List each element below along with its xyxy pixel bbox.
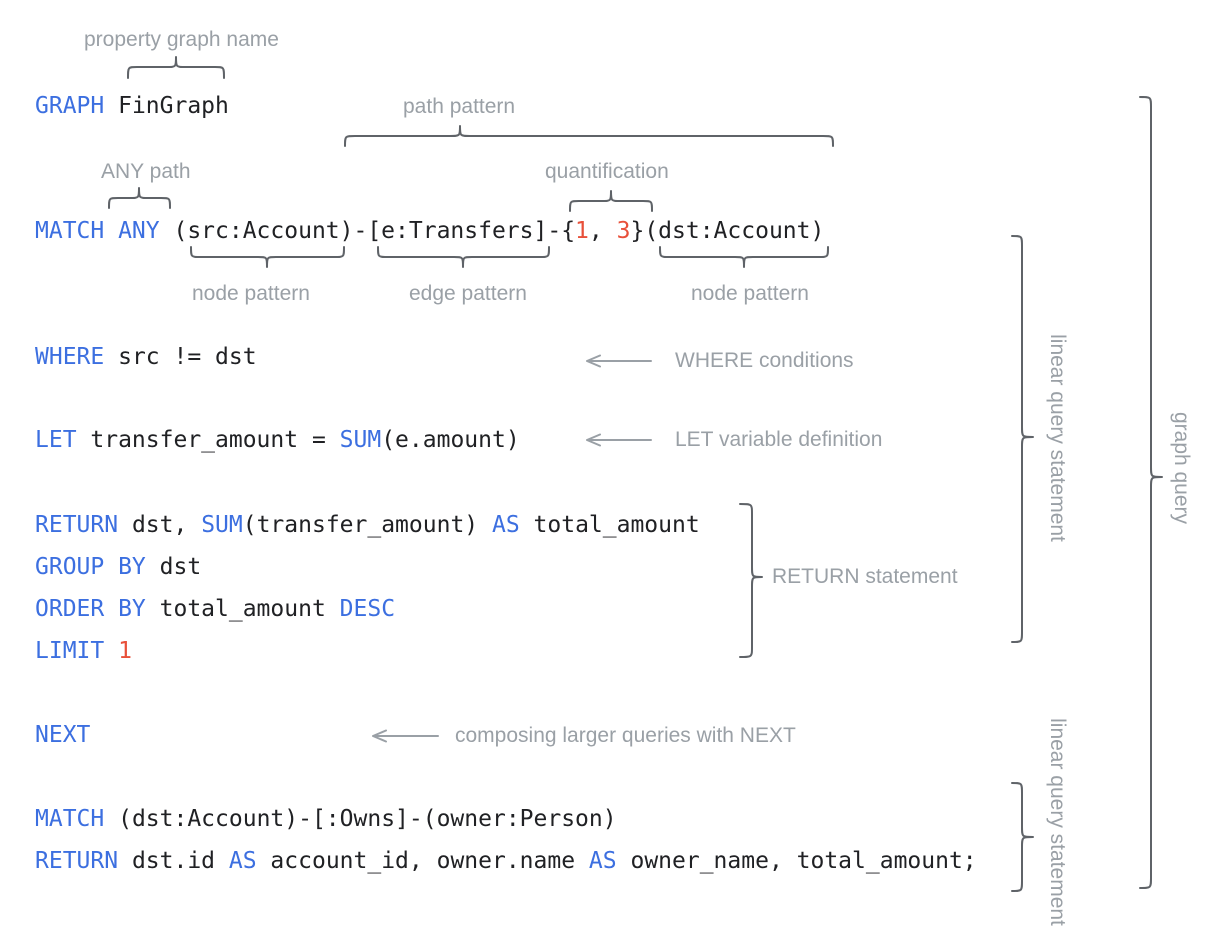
linear-query-statement-bottom-brace bbox=[1011, 782, 1034, 892]
next-note-arrow bbox=[372, 729, 439, 743]
where-conditions-arrow bbox=[586, 354, 652, 368]
code-token-keyword: SUM bbox=[339, 427, 382, 453]
code-token-keyword: AS bbox=[588, 848, 617, 874]
code-token-number: 1 bbox=[118, 638, 132, 664]
code-token-keyword: AS bbox=[228, 848, 257, 874]
code-token-plain: (transfer_amount) bbox=[242, 512, 492, 538]
edge-pattern-brace bbox=[377, 246, 550, 268]
code-token-plain: dst, bbox=[118, 512, 202, 538]
code-token-plain: FinGraph bbox=[104, 93, 229, 119]
property-graph-name-label: property graph name bbox=[84, 28, 279, 51]
code-token-plain: account_id, owner.name bbox=[256, 848, 589, 874]
code-token-keyword: RETURN bbox=[35, 512, 119, 538]
code-token-keyword: LET bbox=[35, 427, 77, 453]
path-pattern-brace bbox=[344, 125, 834, 147]
code-token-plain: (e.amount) bbox=[381, 427, 520, 453]
code-token-keyword: MATCH bbox=[35, 806, 105, 832]
code-token-plain: (src:Account)-[e:Transfers]-{ bbox=[159, 218, 576, 244]
let-variable-label: LET variable definition bbox=[675, 428, 883, 451]
quantification-label: quantification bbox=[545, 160, 669, 183]
code-line-graph: GRAPH FinGraph bbox=[35, 94, 229, 118]
code-line-limit: LIMIT 1 bbox=[35, 639, 132, 663]
let-variable-arrow bbox=[586, 433, 652, 447]
code-token-plain: dst bbox=[145, 554, 202, 580]
code-token-plain: total_amount bbox=[145, 596, 340, 622]
node-pattern-src-label: node pattern bbox=[192, 282, 310, 305]
code-token-number: 1 bbox=[575, 218, 589, 244]
node-pattern-dst-brace bbox=[659, 246, 829, 268]
linear-query-statement-top-brace bbox=[1011, 235, 1034, 643]
code-token-keyword: ORDER BY bbox=[35, 596, 146, 622]
code-token-keyword: SUM bbox=[201, 512, 243, 538]
quantification-brace bbox=[569, 190, 653, 212]
code-token-number: 3 bbox=[616, 218, 631, 244]
any-path-brace bbox=[108, 187, 171, 209]
code-line-let: LET transfer_amount = SUM(e.amount) bbox=[35, 428, 520, 452]
code-token-plain: (dst:Account)-[:Owns]-(owner:Person) bbox=[104, 806, 617, 832]
code-token-keyword: MATCH ANY bbox=[35, 218, 160, 244]
edge-pattern-label: edge pattern bbox=[409, 282, 527, 305]
code-line-match-2: MATCH (dst:Account)-[:Owns]-(owner:Perso… bbox=[35, 807, 617, 831]
any-path-label: ANY path bbox=[101, 160, 191, 183]
code-token-keyword: GROUP BY bbox=[35, 554, 146, 580]
property-graph-name-brace bbox=[127, 56, 225, 79]
next-note-label: composing larger queries with NEXT bbox=[455, 724, 796, 747]
code-line-match: MATCH ANY (src:Account)-[e:Transfers]-{1… bbox=[35, 219, 824, 243]
code-token-keyword: GRAPH bbox=[35, 93, 105, 119]
where-conditions-label: WHERE conditions bbox=[675, 349, 854, 372]
linear-query-statement-bottom-label: linear query statement bbox=[1046, 718, 1069, 926]
code-token-plain: }(dst:Account) bbox=[630, 218, 825, 244]
return-statement-label: RETURN statement bbox=[772, 565, 958, 588]
code-token-keyword: AS bbox=[491, 512, 520, 538]
code-token-plain: src != dst bbox=[104, 344, 257, 370]
code-token-keyword: NEXT bbox=[35, 722, 91, 748]
return-statement-brace bbox=[739, 503, 763, 658]
code-token-plain: dst.id bbox=[118, 848, 229, 874]
code-token-keyword: WHERE bbox=[35, 344, 105, 370]
code-line-return-2: RETURN dst.id AS account_id, owner.name … bbox=[35, 849, 977, 873]
code-line-return: RETURN dst, SUM(transfer_amount) AS tota… bbox=[35, 513, 700, 537]
node-pattern-dst-label: node pattern bbox=[691, 282, 809, 305]
code-line-next: NEXT bbox=[35, 723, 90, 747]
code-token-plain: , bbox=[588, 218, 617, 244]
code-token-keyword: RETURN bbox=[35, 848, 119, 874]
graph-query-label: graph query bbox=[1170, 411, 1193, 525]
node-pattern-src-brace bbox=[190, 246, 345, 268]
linear-query-statement-top-label: linear query statement bbox=[1046, 334, 1069, 542]
code-token-keyword: LIMIT bbox=[35, 638, 105, 664]
code-token-keyword: DESC bbox=[339, 596, 396, 622]
path-pattern-label: path pattern bbox=[403, 95, 516, 118]
code-line-where: WHERE src != dst bbox=[35, 345, 257, 369]
code-token-plain: transfer_amount = bbox=[76, 427, 340, 453]
code-token-plain: total_amount bbox=[519, 512, 700, 538]
code-token-plain: owner_name, total_amount; bbox=[616, 848, 977, 874]
code-line-group-by: GROUP BY dst bbox=[35, 555, 201, 579]
code-token-plain bbox=[104, 638, 118, 664]
graph-query-brace bbox=[1139, 96, 1163, 889]
code-line-order-by: ORDER BY total_amount DESC bbox=[35, 597, 395, 621]
